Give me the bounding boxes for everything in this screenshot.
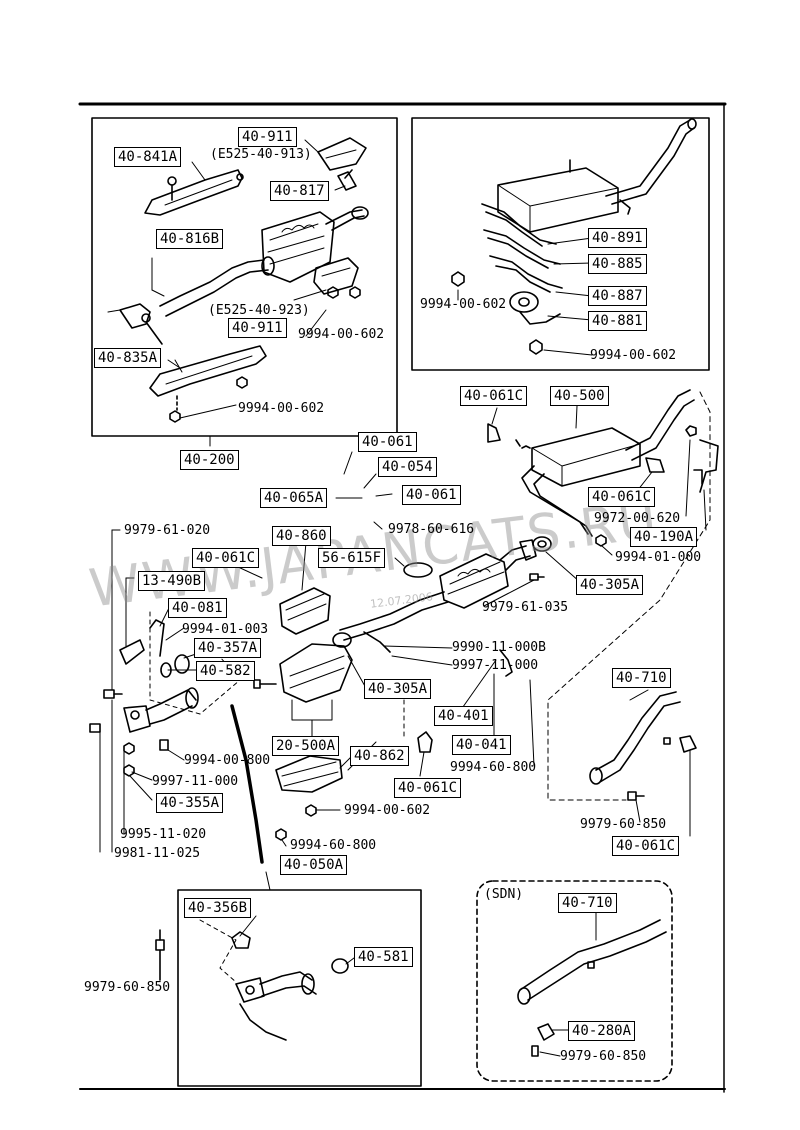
part-40-065a: 40-065A [260,488,328,508]
part-40-305a-a: 40-305A [576,575,644,595]
leaders-main [99,405,707,853]
part-9994-00-602-a: 9994-00-602 [298,327,385,342]
part-56-615f: 56-615F [318,548,386,568]
part-40-862: 40-862 [350,746,409,766]
part-40-581: 40-581 [354,947,413,967]
part-40-054: 40-054 [378,457,437,477]
part-40-710-b: 40-710 [558,893,617,913]
part-9979-61-020: 9979-61-020 [124,523,211,538]
part-9995-11-020: 9995-11-020 [120,827,207,842]
part-40-355a: 40-355A [156,793,224,813]
part-40-061c-d: 40-061C [394,778,462,798]
part-40-061-a: 40-061 [358,432,417,452]
main-muffler-drawing [487,389,719,801]
part-40-050a: 40-050A [280,855,348,875]
part-40-816b: 40-816B [156,229,224,249]
part-9994-01-003: 9994-01-003 [182,622,269,637]
part-40-357a: 40-357A [194,638,262,658]
sdn-label: (SDN) [484,887,524,902]
part-40-061c-a: 40-061C [460,386,528,406]
rear-muffler-drawing [451,118,697,355]
part-9979-60-850-a: 9979-60-850 [580,817,667,832]
part-40-835a: 40-835A [94,348,162,368]
part-9997-11-000-a: 9997-11-000 [452,658,539,673]
part-40-061c-b: 40-061C [588,487,656,507]
front-pipe-40-050a-drawing [155,919,349,1041]
group-box-rear-muffler [411,117,710,371]
part-9994-00-602-e: 9994-00-602 [344,803,431,818]
part-40-061-b: 40-061 [402,485,461,505]
part-40-200: 40-200 [180,450,239,470]
nut-9994-60-800 [275,828,287,841]
part-40-911-bottom: 40-911 [228,318,287,338]
part-9994-00-602-b: 9994-00-602 [238,401,325,416]
part-40-887: 40-887 [588,286,647,306]
part-20-500a: 20-500A [272,736,340,756]
part-9997-11-000-b: 9997-11-000 [152,774,239,789]
part-9994-60-800-a: 9994-60-800 [450,760,537,775]
leaders-box1 [151,139,346,447]
part-40-582: 40-582 [196,661,255,681]
sdn-tailpipe-drawing [517,919,667,1057]
part-40-881: 40-881 [588,311,647,331]
tailpipe-40-710-drawing [589,691,697,801]
front-pipe-assembly-drawing [107,137,369,423]
leaders-sdn [539,909,597,1057]
leaders-050a [239,871,355,965]
center-pipe-drawing [339,539,545,677]
part-40-081: 40-081 [168,598,227,618]
part-9994-60-800-b: 9994-60-800 [290,838,377,853]
part-40-500: 40-500 [550,386,609,406]
part-40-190a: 40-190A [630,527,698,547]
part-40-841a: 40-841A [114,147,182,167]
part-13-490b: 13-490B [138,571,206,591]
catalytic-converter-drawing [253,587,433,817]
group-box-sdn [476,880,673,1082]
part-40-860: 40-860 [272,526,331,546]
part-9994-00-800: 9994-00-800 [184,753,271,768]
part-40-305a-b: 40-305A [364,679,432,699]
leaders-box2 [457,237,593,356]
part-9994-00-602-d: 9994-00-602 [590,348,677,363]
group-box-40-050a [177,889,422,1087]
part-40-280a: 40-280A [568,1021,636,1041]
part-9979-61-035: 9979-61-035 [482,600,569,615]
part-40-911-top: 40-911 [238,127,297,147]
front-exhaust-pipe-drawing [89,611,241,777]
part-40-356b: 40-356B [184,898,252,918]
part-9994-01-000: 9994-01-000 [615,550,702,565]
part-40-061c-e: 40-061C [612,836,680,856]
part-e525-40-923: (E525-40-923) [208,303,310,318]
part-40-710-a: 40-710 [612,668,671,688]
part-9972-00-620: 9972-00-620 [594,511,681,526]
part-9981-11-025: 9981-11-025 [114,846,201,861]
part-40-061c-c: 40-061C [192,548,260,568]
part-40-401: 40-401 [434,706,493,726]
part-40-041: 40-041 [452,735,511,755]
part-9994-00-602-c: 9994-00-602 [420,297,507,312]
part-9978-60-616: 9978-60-616 [388,522,475,537]
part-9990-11-000b: 9990-11-000B [452,640,546,655]
part-9979-60-850-b: 9979-60-850 [84,980,171,995]
front-pipe-pointer [230,704,264,864]
part-e525-40-913: (E525-40-913) [210,147,312,162]
part-9979-60-850-c: 9979-60-850 [560,1049,647,1064]
part-40-891: 40-891 [588,228,647,248]
group-box-40-200 [91,117,398,437]
part-40-817: 40-817 [270,181,329,201]
part-40-885: 40-885 [588,254,647,274]
